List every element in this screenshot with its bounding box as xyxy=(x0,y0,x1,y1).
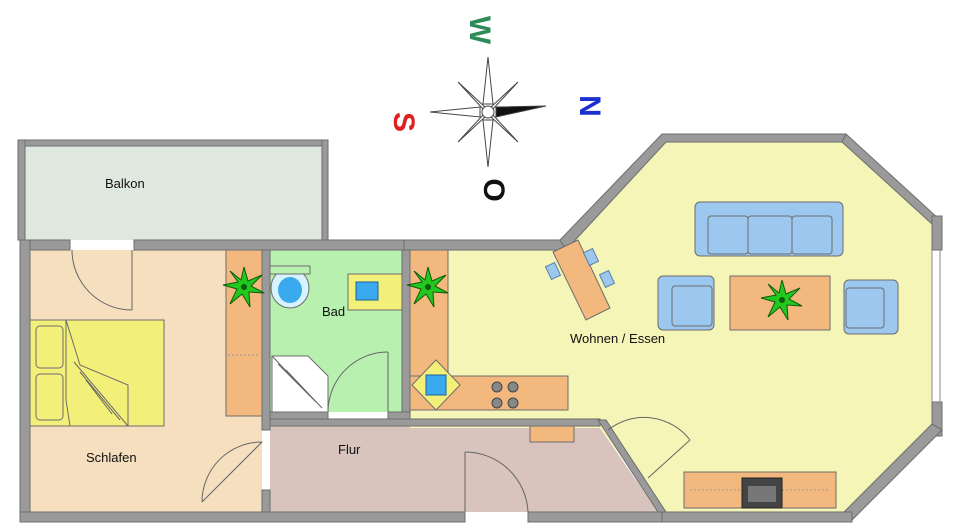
hallway-label: Flur xyxy=(338,442,361,457)
compass-west-label: W xyxy=(463,16,496,45)
dining-table xyxy=(544,239,616,321)
bedroom-label: Schlafen xyxy=(86,450,137,465)
toilet-icon xyxy=(269,265,311,309)
living-label: Wohnen / Essen xyxy=(570,331,665,346)
shower-icon xyxy=(271,355,329,413)
sofa xyxy=(694,201,844,257)
coffee-table xyxy=(729,275,831,331)
sink-icon xyxy=(411,359,461,411)
balcony-label: Balkon xyxy=(105,176,145,191)
bed xyxy=(29,319,165,427)
compass-south-label: S xyxy=(387,112,420,132)
compass-rose-icon xyxy=(429,56,547,168)
armchair-right xyxy=(843,279,899,335)
compass-north-label: N xyxy=(573,95,606,117)
doors xyxy=(71,249,691,513)
plant-icon xyxy=(222,266,265,308)
stove-icon xyxy=(491,381,519,409)
plant-icon xyxy=(406,266,449,308)
balcony-floor xyxy=(25,146,322,240)
plant-icon xyxy=(760,279,803,321)
sink-icon xyxy=(347,273,403,311)
hallway-floor xyxy=(270,425,658,512)
bathroom-label: Bad xyxy=(322,304,345,319)
fireplace-icon xyxy=(741,477,783,509)
hallway-shelf xyxy=(529,425,575,443)
armchair-left xyxy=(657,275,715,331)
compass-east-label: O xyxy=(477,178,510,201)
